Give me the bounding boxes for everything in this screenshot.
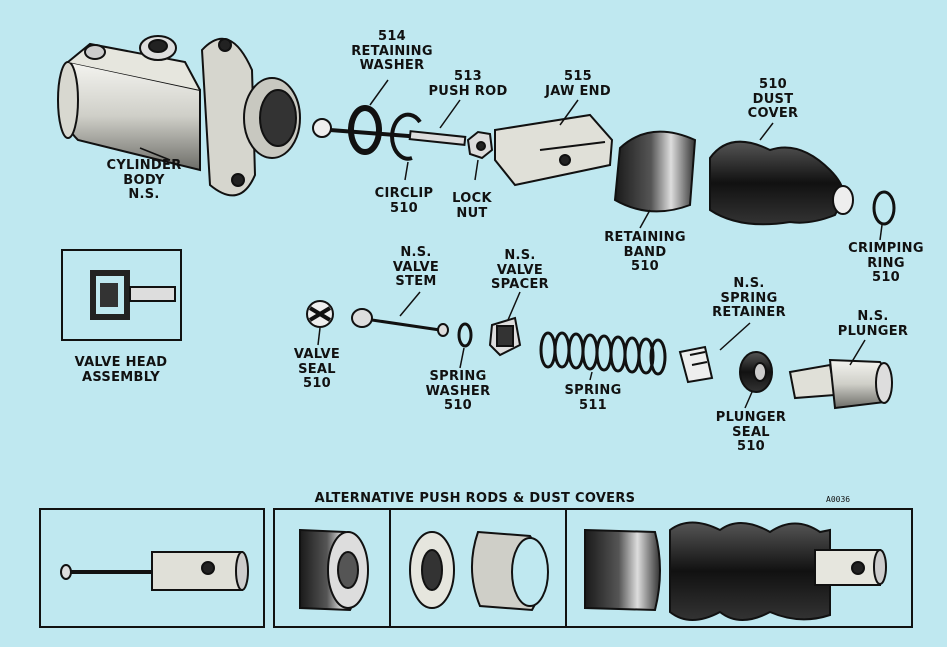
label-plunger: N.S.PLUNGER — [837, 309, 909, 339]
spring-washer-part — [457, 322, 473, 348]
push-rod-part — [408, 130, 467, 147]
alt-push-rod-part — [60, 551, 249, 591]
valve-stem-part — [351, 308, 449, 337]
lock-nut-part — [466, 130, 494, 160]
reference-code: A0036 — [826, 495, 851, 504]
dust-cover-part — [709, 140, 854, 226]
valve-spacer-part — [488, 316, 522, 357]
crimping-ring-part — [872, 190, 896, 226]
spring-retainer-part — [678, 345, 714, 384]
cylinder-body-part — [57, 35, 301, 197]
spring-part — [539, 331, 667, 376]
retaining-band-part — [613, 130, 697, 213]
leader-lines — [139, 79, 883, 409]
alt-dust-cover-2-part — [409, 530, 549, 612]
jaw-end-part — [494, 113, 614, 187]
alt-dust-cover-1-part — [299, 528, 369, 612]
valve-head-assembly-inset — [61, 249, 182, 341]
valve-seal-part — [306, 300, 334, 328]
plunger-seal-part — [739, 351, 773, 393]
plunger-part — [788, 358, 893, 410]
alt-panel-title: ALTERNATIVE PUSH RODS & DUST COVERS — [314, 491, 636, 506]
circlip-part — [390, 112, 422, 161]
retaining-washer-part — [312, 105, 461, 155]
alt-dust-cover-3-part — [584, 521, 887, 621]
alternative-panel — [39, 508, 913, 628]
